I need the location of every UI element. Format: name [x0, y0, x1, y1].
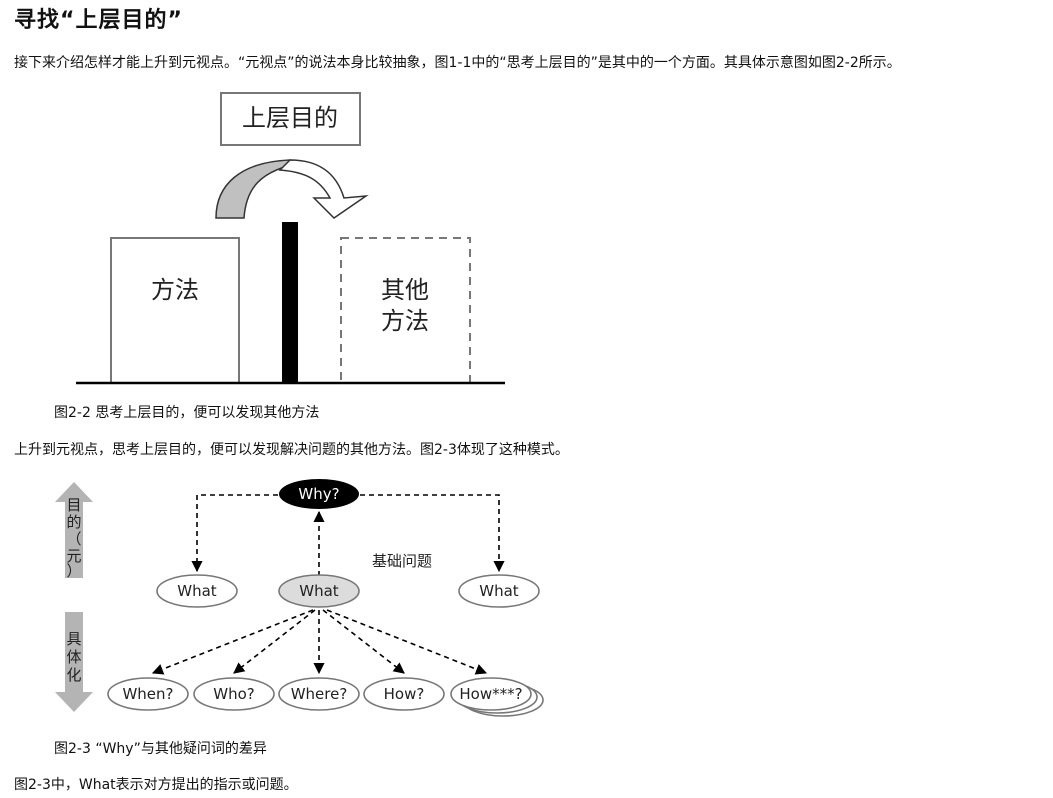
what-right-node — [458, 574, 540, 608]
method-label: 方法 — [151, 276, 199, 304]
figure-2-3: 目 的 （ 元 ） 具 体 化 Why? 基础问题 What What What… — [55, 479, 544, 717]
up-label-4: ） — [66, 562, 81, 580]
up-label-3: 元 — [66, 547, 81, 565]
what-to-how-more — [326, 609, 488, 675]
what-to-how — [322, 609, 405, 674]
why-label: Why? — [298, 485, 339, 503]
what-center-node — [278, 574, 360, 608]
top-purpose-label: 上层目的 — [242, 104, 338, 132]
figure-2-3-caption: 图2-3 “Why”与其他疑问词的差异 — [54, 741, 267, 757]
down-label-2: 化 — [66, 666, 81, 684]
other-method-label-2: 方法 — [381, 307, 429, 335]
top-purpose-box — [220, 92, 361, 146]
what-left-label: What — [177, 582, 217, 600]
up-label-1: 的 — [66, 513, 81, 531]
other-method-box — [340, 237, 471, 384]
method-box — [110, 237, 240, 384]
page-heading: 寻找“上层目的” — [14, 8, 183, 33]
figure-2-2-caption: 图2-2 思考上层目的，便可以发现其他方法 — [54, 405, 320, 421]
what-to-who — [233, 609, 316, 674]
intro-paragraph: 接下来介绍怎样才能上升到元视点。“元视点”的说法本身比较抽象，图1-1中的“思考… — [14, 55, 901, 71]
how-node — [363, 677, 445, 711]
figure-2-2: 上层目的 方法 其他 方法 — [76, 92, 505, 385]
down-label-0: 具 — [66, 630, 81, 648]
middle-paragraph: 上升到元视点，思考上层目的，便可以发现解决问题的其他方法。图2-3体现了这种模式… — [14, 442, 569, 458]
how-more-node — [450, 677, 532, 711]
when-label: When? — [122, 685, 173, 703]
down-label-1: 体 — [66, 648, 81, 666]
what-to-when — [151, 609, 314, 675]
base-question-label: 基础问题 — [372, 552, 432, 570]
how-label: How? — [384, 685, 425, 703]
why-to-left-what — [191, 494, 278, 573]
how-more-label: How***? — [459, 685, 522, 703]
wall-bar — [282, 222, 298, 384]
who-node — [193, 677, 275, 711]
why-to-right-what — [360, 494, 505, 573]
where-node — [278, 677, 360, 711]
what-right-label: What — [479, 582, 519, 600]
when-node — [107, 677, 189, 711]
what-left-node — [156, 574, 238, 608]
why-node — [279, 479, 359, 509]
who-label: Who? — [213, 685, 254, 703]
abstraction-up-arrow — [55, 482, 93, 578]
what-center-label: What — [299, 582, 339, 600]
up-label-0: 目 — [66, 496, 81, 514]
other-method-label-1: 其他 — [381, 276, 429, 304]
where-label: Where? — [291, 685, 348, 703]
footer-paragraph: 图2-3中，What表示对方提出的指示或问题。 — [14, 777, 298, 793]
up-label-2: （ — [66, 530, 81, 548]
concretize-down-arrow — [55, 612, 93, 712]
curved-arrow-head — [278, 159, 369, 219]
